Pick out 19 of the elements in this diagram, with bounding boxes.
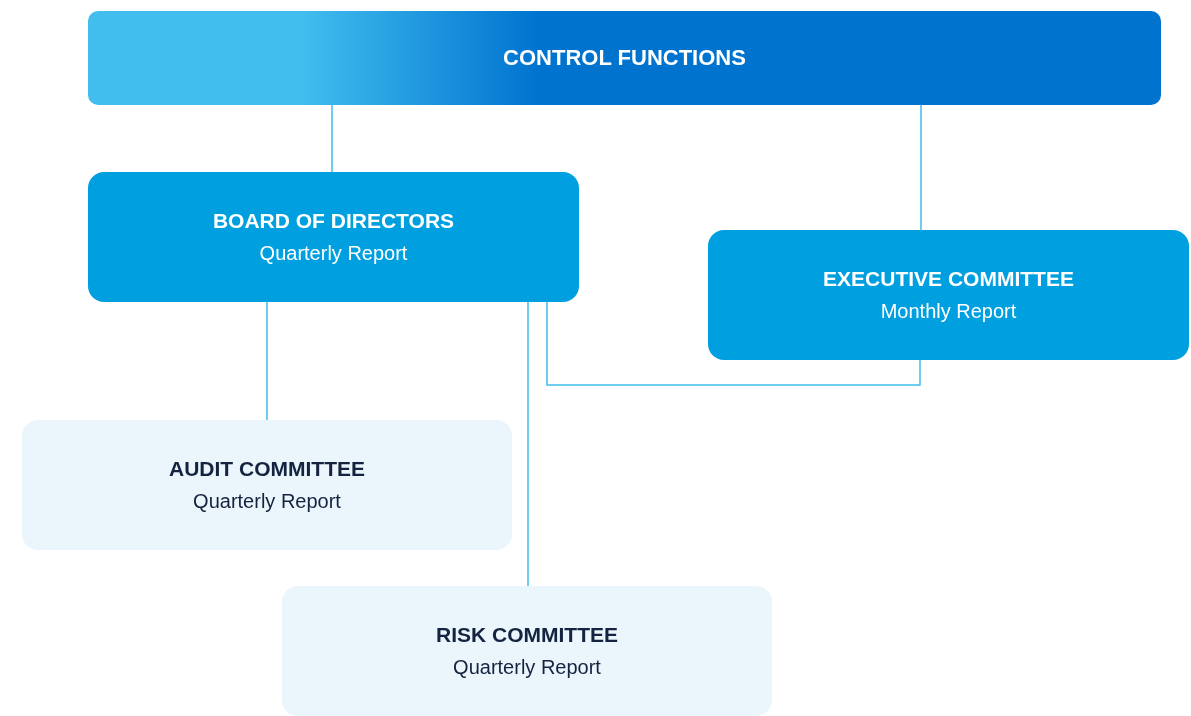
process-box — [282, 586, 772, 716]
process-box — [22, 420, 512, 550]
box-title: BOARD OF DIRECTORS — [212, 208, 455, 234]
box-title: CONTROL FUNCTIONS — [503, 44, 746, 72]
report-frequency: Monthly Report — [880, 299, 1017, 324]
process-box — [88, 172, 579, 302]
box-title: EXECUTIVE COMMITTEE — [823, 266, 1074, 292]
report-frequency: Quarterly Report — [453, 655, 601, 680]
report-frequency: Quarterly Report — [193, 489, 341, 514]
connector-line — [527, 301, 529, 587]
box-title: AUDIT COMMITTEE — [169, 456, 365, 482]
connector-line — [331, 104, 333, 173]
report-frequency: Quarterly Report — [259, 241, 408, 266]
connector-line — [266, 301, 268, 421]
box-title: RISK COMMITTEE — [436, 622, 618, 648]
process-box — [708, 230, 1189, 360]
connector-line — [920, 104, 922, 231]
connector-line — [546, 301, 921, 386]
header-bar — [88, 11, 1161, 105]
